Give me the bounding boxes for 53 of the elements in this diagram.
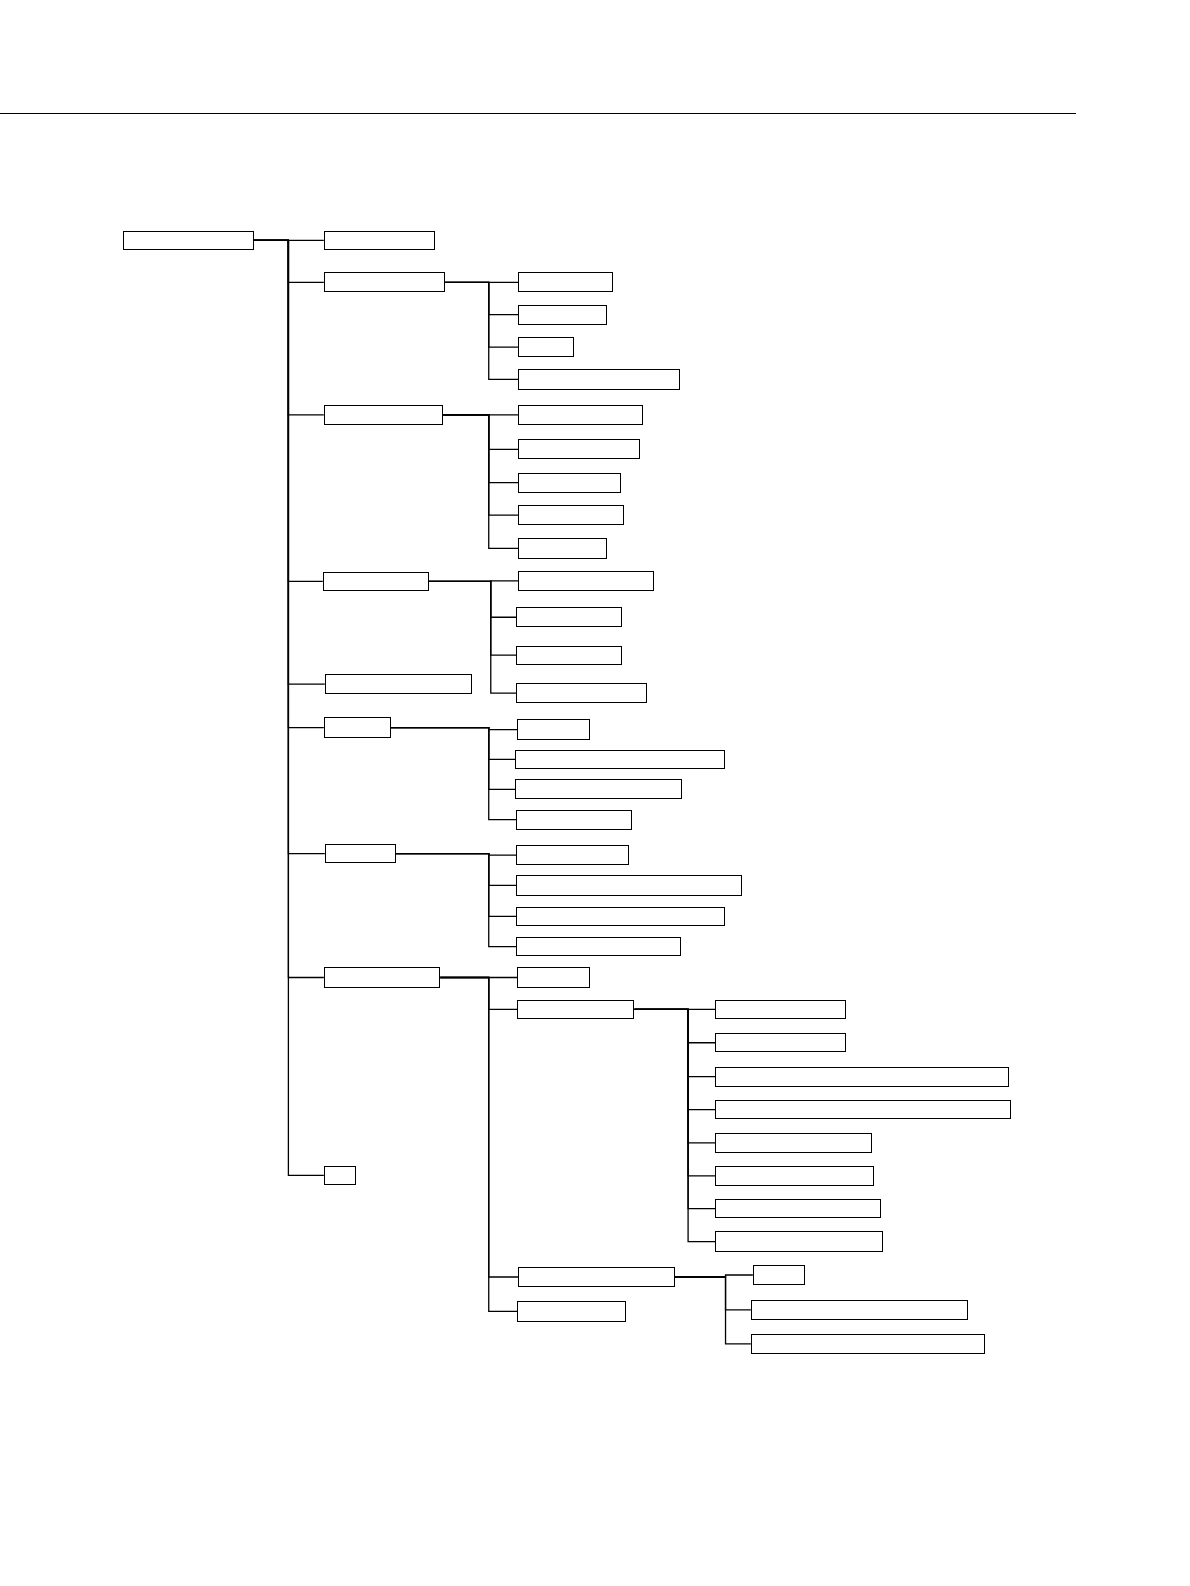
connector-line: [428, 580, 517, 694]
empty-box: [715, 999, 846, 1019]
connector-line: [253, 239, 325, 1176]
empty-box: [518, 472, 622, 493]
empty-box: [715, 1066, 1009, 1087]
empty-box: [515, 749, 725, 770]
connector-line: [395, 852, 517, 948]
empty-box: [518, 570, 654, 591]
empty-box: [516, 875, 742, 896]
empty-box: [715, 1165, 875, 1186]
empty-box: [518, 1266, 675, 1288]
empty-box: [323, 404, 444, 425]
empty-box: [323, 272, 446, 293]
empty-box: [715, 1199, 882, 1219]
empty-box: [518, 404, 643, 425]
empty-box: [515, 779, 682, 800]
empty-box: [516, 937, 681, 957]
empty-box: [516, 683, 647, 704]
empty-box: [516, 809, 633, 830]
empty-box: [516, 645, 623, 665]
empty-box: [518, 439, 640, 460]
empty-box: [516, 844, 630, 866]
empty-box: [516, 906, 725, 926]
connector-line: [444, 281, 519, 381]
empty-box: [123, 230, 254, 250]
empty-box: [517, 719, 590, 740]
empty-box: [518, 369, 680, 390]
empty-box: [518, 504, 625, 526]
connector-line: [674, 1276, 752, 1345]
empty-box: [517, 1301, 627, 1322]
empty-box: [750, 1300, 969, 1320]
connector-line: [442, 414, 519, 550]
empty-box: [715, 1033, 846, 1053]
empty-box: [324, 673, 472, 695]
empty-box: [518, 272, 614, 293]
empty-box: [518, 336, 574, 358]
empty-box: [518, 538, 608, 559]
empty-box: [323, 717, 391, 738]
empty-box: [323, 230, 436, 250]
empty-box: [752, 1264, 806, 1286]
empty-box: [715, 1099, 1011, 1120]
empty-box: [715, 1133, 873, 1153]
empty-box: [518, 304, 608, 325]
empty-box: [715, 1231, 884, 1252]
empty-box: [322, 571, 430, 591]
empty-box: [517, 967, 590, 988]
empty-box: [516, 607, 623, 628]
connector-line: [389, 726, 517, 821]
empty-box: [750, 1333, 985, 1354]
empty-box: [324, 843, 396, 864]
empty-box: [323, 1165, 357, 1185]
empty-box: [517, 999, 635, 1019]
empty-box: [323, 967, 441, 988]
